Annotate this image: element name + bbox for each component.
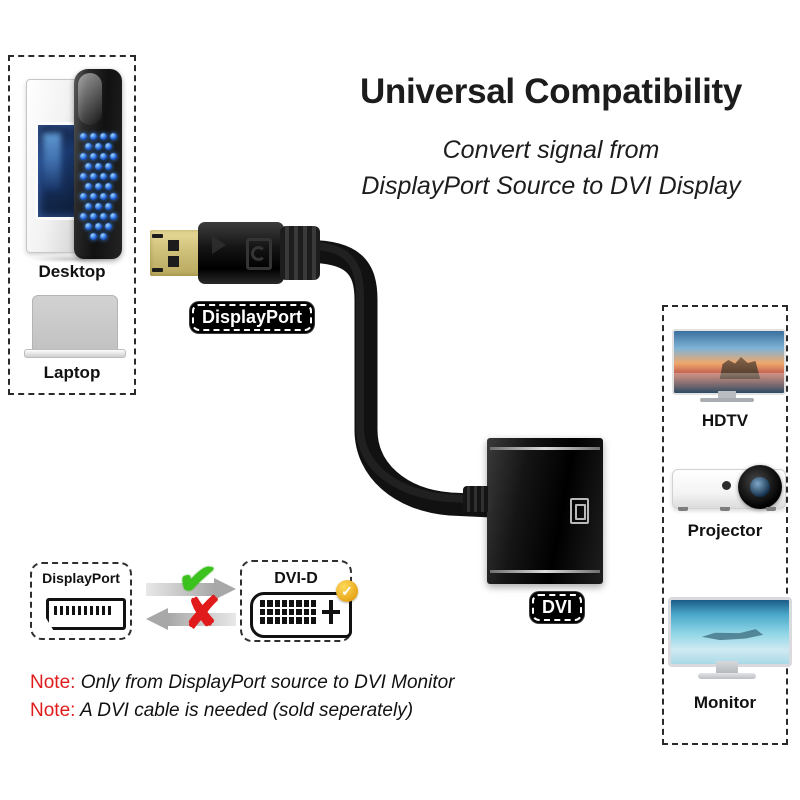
arrow-right-icon bbox=[146, 578, 236, 600]
source-device-label-laptop: Laptop bbox=[43, 363, 101, 382]
dvi-pin-grid bbox=[260, 600, 316, 624]
displayport-logo-icon bbox=[246, 238, 272, 270]
hdtv-screen bbox=[672, 329, 786, 395]
note-label-2: Note: bbox=[30, 700, 76, 721]
source-device-label-desktop: Desktop bbox=[38, 262, 106, 281]
hdtv-icon bbox=[672, 329, 786, 405]
arrow-right-head bbox=[214, 578, 236, 600]
subtitle-line-2: DisplayPort Source to DVI Display bbox=[361, 172, 741, 200]
monitor-foot bbox=[698, 673, 756, 679]
displayport-socket-pins bbox=[54, 606, 112, 615]
note-text-2: A DVI cable is needed (sold seperately) bbox=[80, 700, 414, 721]
yellow-check-badge-icon bbox=[336, 580, 358, 602]
laptop-base bbox=[24, 349, 126, 358]
desktop-tower-icon bbox=[26, 69, 122, 263]
tower-shadow bbox=[28, 255, 120, 263]
display-devices-panel: HDTV Projector Monitor bbox=[662, 305, 792, 745]
source-devices-panel: Desktop Laptop bbox=[8, 55, 136, 395]
adapter-housing bbox=[487, 438, 603, 584]
compat-source-box: DisplayPort bbox=[30, 562, 132, 640]
arrow-left-shaft bbox=[168, 613, 236, 626]
desktop-monitor-icon bbox=[668, 597, 792, 685]
note-line-2: Note: A DVI cable is needed (sold sepera… bbox=[30, 700, 413, 722]
note-label-1: Note: bbox=[30, 672, 76, 693]
displayport-gold-contacts bbox=[150, 230, 202, 276]
cable-strain-relief bbox=[280, 226, 320, 280]
projector-lens bbox=[738, 465, 782, 509]
hdtv-foot bbox=[700, 398, 754, 402]
dvi-flat-blade bbox=[322, 600, 340, 624]
adapter-port-icon bbox=[570, 498, 589, 524]
tower-front-bezel bbox=[74, 69, 122, 259]
note-line-1: Note: Only from DisplayPort source to DV… bbox=[30, 672, 455, 694]
display-device-label-monitor: Monitor bbox=[693, 693, 757, 712]
display-device-label-hdtv: HDTV bbox=[701, 411, 749, 430]
projector-feet bbox=[678, 507, 778, 511]
page-title: Universal Compatibility bbox=[359, 72, 743, 111]
displayport-shell bbox=[198, 222, 284, 284]
dvi-female-adapter-icon bbox=[463, 438, 603, 584]
arrow-right-shaft bbox=[146, 583, 214, 596]
subtitle-line-1: Convert signal from bbox=[442, 136, 660, 164]
compat-target-title: DVI-D bbox=[274, 570, 318, 587]
hdtv-stand bbox=[718, 391, 736, 399]
displayport-tag: DisplayPort bbox=[190, 302, 315, 333]
projector-knob bbox=[722, 481, 731, 490]
arrow-left-head bbox=[146, 608, 168, 630]
displayport-male-plug-icon bbox=[150, 222, 320, 284]
laptop-icon bbox=[24, 295, 126, 361]
monitor-neck bbox=[716, 661, 738, 673]
arrow-left-icon bbox=[146, 608, 236, 630]
red-cross-icon: ✘ bbox=[184, 589, 221, 638]
tower-hex-mesh bbox=[78, 131, 118, 249]
note-text-1: Only from DisplayPort source to DVI Moni… bbox=[80, 672, 455, 693]
adapter-strain-relief bbox=[463, 486, 491, 512]
laptop-screen bbox=[32, 295, 118, 351]
compat-target-box: DVI-D bbox=[240, 560, 358, 642]
projector-icon bbox=[672, 465, 786, 515]
dvi-tag: DVI bbox=[530, 592, 585, 623]
compat-source-title: DisplayPort bbox=[42, 570, 120, 586]
display-device-label-projector: Projector bbox=[687, 521, 763, 540]
monitor-screen bbox=[668, 597, 792, 667]
